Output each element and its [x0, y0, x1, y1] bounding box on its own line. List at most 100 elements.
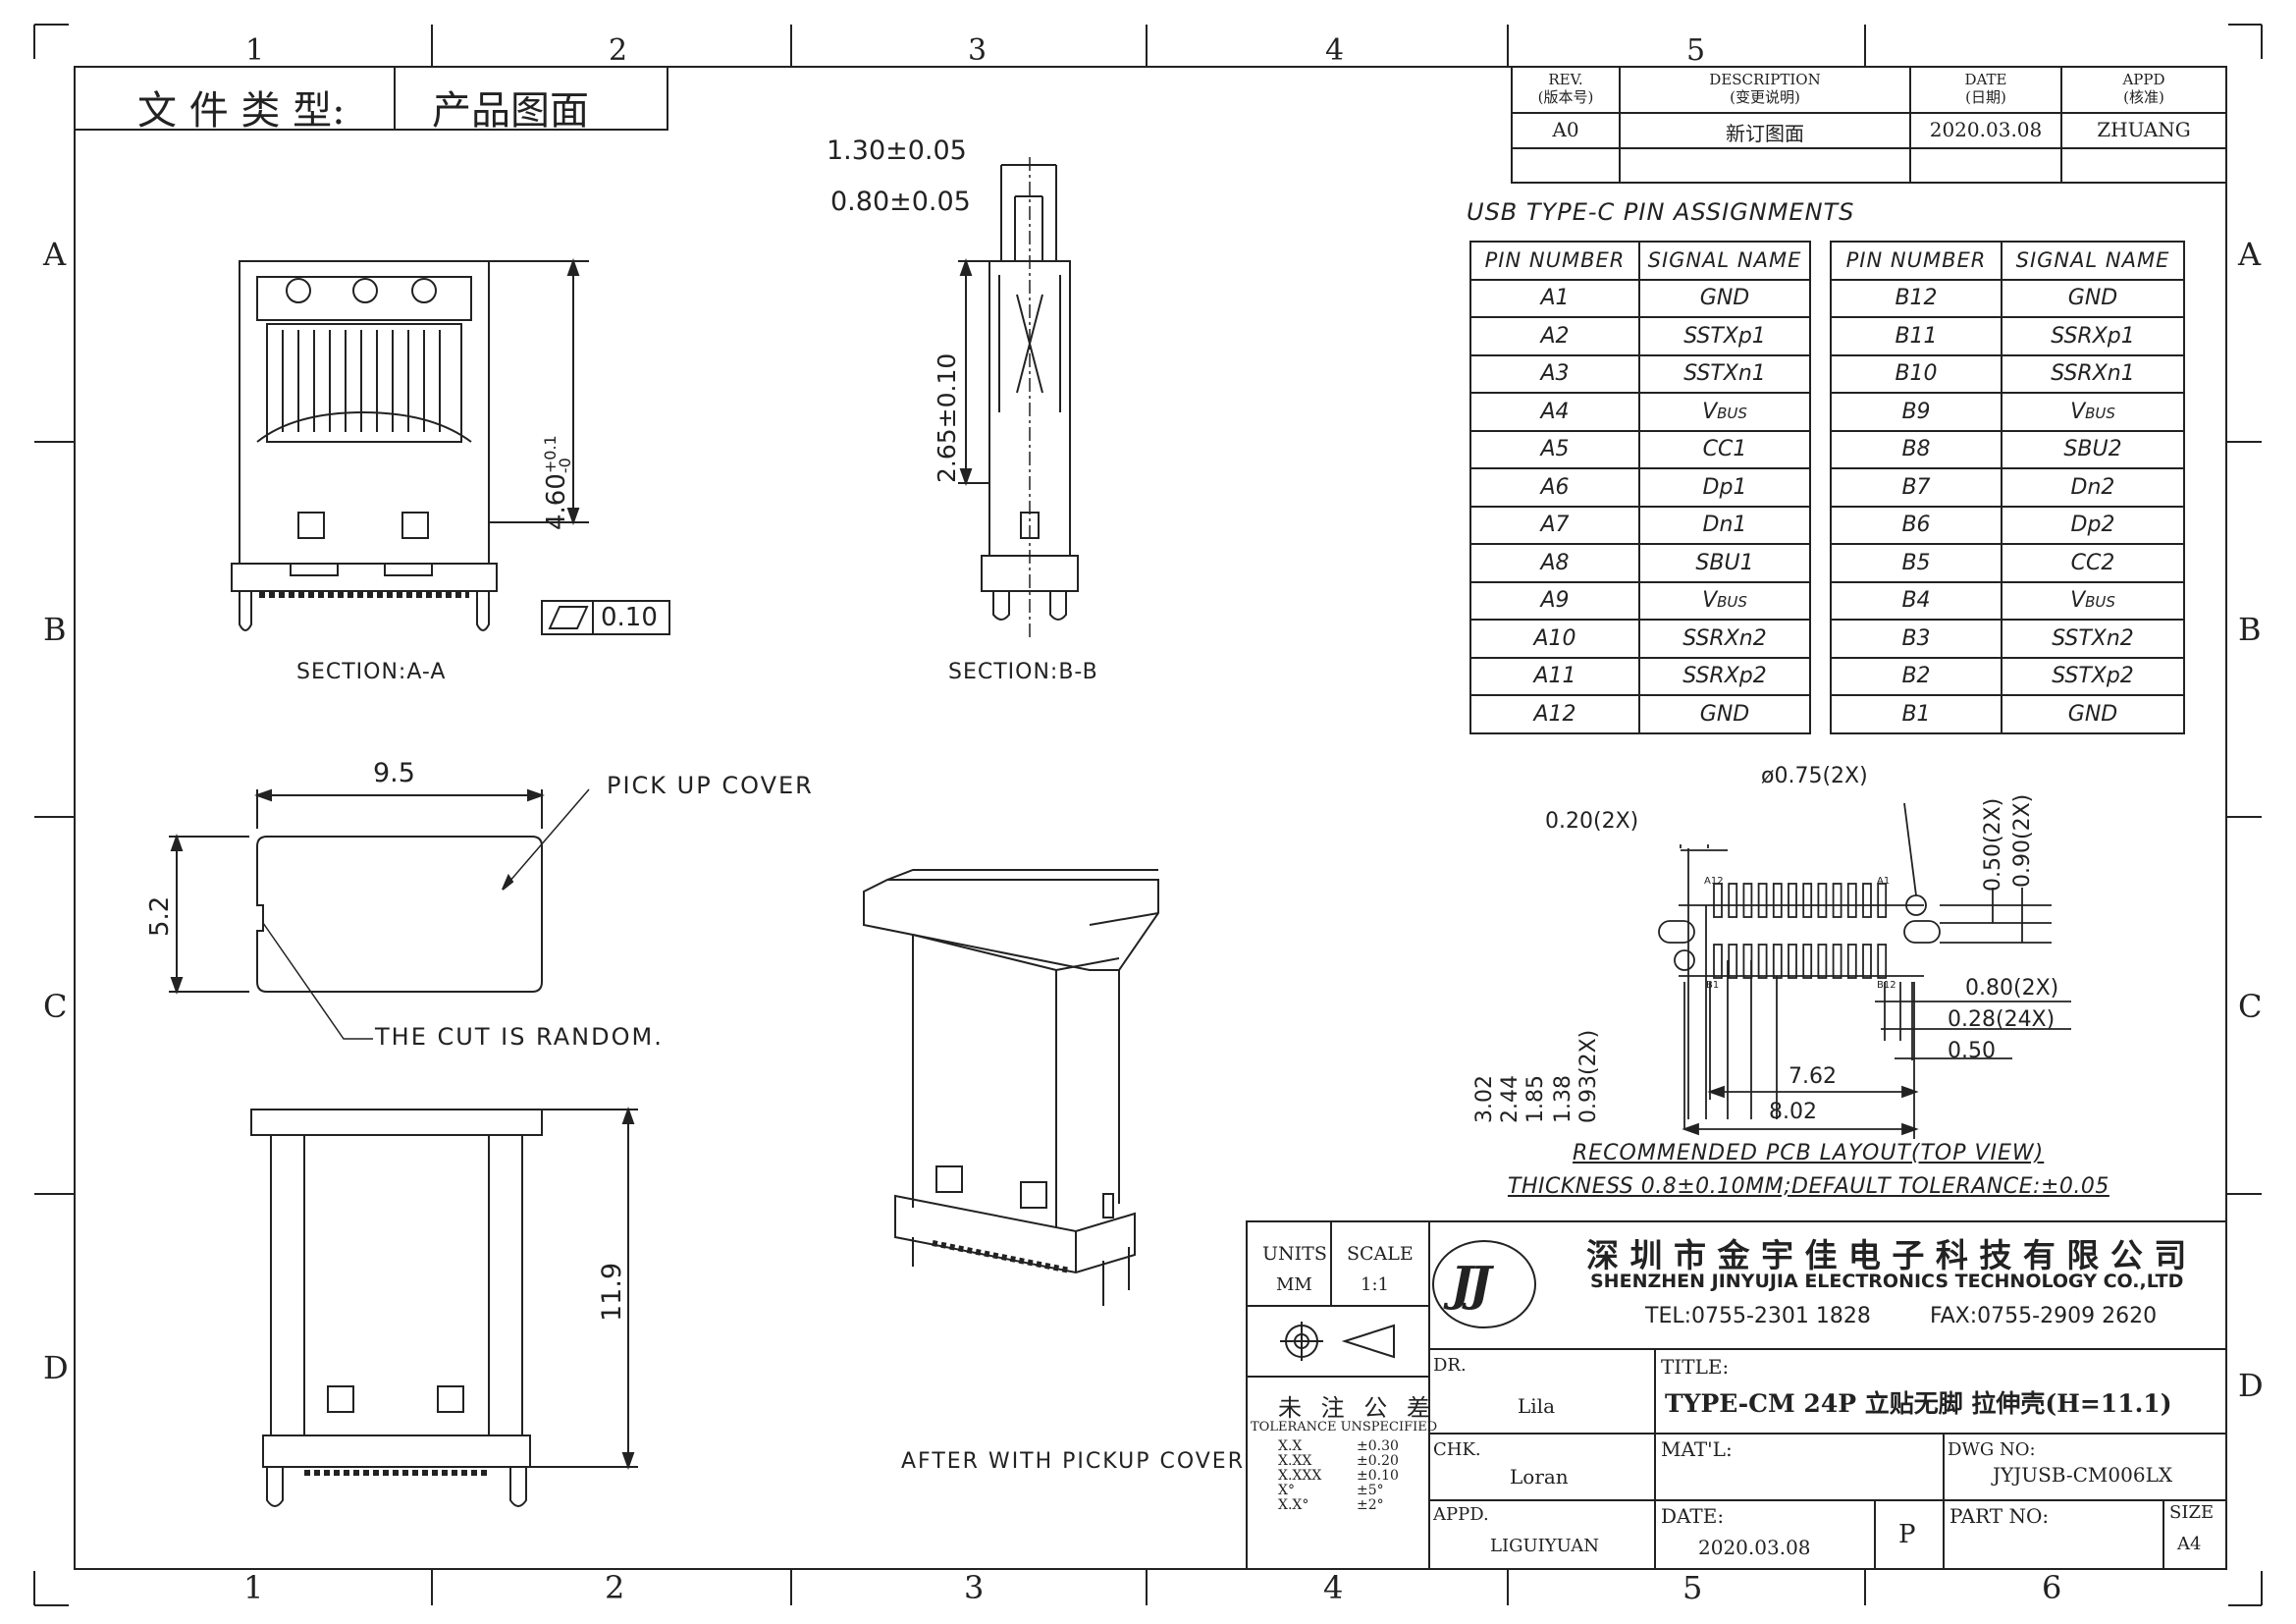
row-letter-left: D [43, 1349, 69, 1386]
signal-name: CC2 [2001, 543, 2185, 583]
tolerance-format: X.XX [1278, 1453, 1312, 1469]
pcb-dim-1-85: 1.85 [1523, 1075, 1548, 1123]
rev-description: 新订图面 [1726, 122, 1804, 145]
matl-label: MAT'L: [1661, 1437, 1733, 1461]
signal-name: VBUS [1638, 580, 1811, 621]
pin-number: B5 [1830, 543, 2002, 583]
signal-name: SSTXp1 [1638, 316, 1811, 356]
pin-number: A4 [1469, 392, 1640, 432]
pcb-pad [1713, 944, 1723, 979]
pcb-pad [1713, 883, 1723, 918]
pcb-dim-1-38: 1.38 [1551, 1075, 1575, 1123]
tolerance-format: X.X [1278, 1438, 1303, 1454]
pcb-pad [1877, 944, 1888, 979]
pcb-pad [1862, 944, 1872, 979]
pin-number: A2 [1469, 316, 1640, 356]
pad-label-a12: A12 [1704, 876, 1724, 887]
pin-number: A10 [1469, 619, 1640, 659]
col-number-bottom: 1 [243, 1569, 264, 1606]
after-cover-label: AFTER WITH PICKUP COVER [901, 1449, 1245, 1474]
pcb-pad [1802, 883, 1813, 918]
pin-number: B10 [1830, 353, 2002, 394]
company-tel: TEL:0755-2301 1828 [1645, 1304, 1871, 1328]
title-label: TITLE: [1661, 1355, 1730, 1379]
dwg-value: JYJUSB-CM006LX [1993, 1463, 2173, 1487]
rev-header-appd: APPD(核准) [2122, 71, 2165, 106]
signal-name: SBU2 [2001, 429, 2185, 469]
pcb-dim-0-50: 0.50 [1948, 1039, 1996, 1063]
cover-width-dim: 9.5 [373, 758, 415, 788]
signal-name: VBUS [2001, 580, 2185, 621]
pin-number-header: PIN NUMBER [1469, 241, 1640, 281]
cover-height-dim: 5.2 [145, 895, 175, 937]
pcb-dim-0-28: 0.28(24X) [1948, 1007, 2056, 1032]
signal-name: VBUS [1638, 392, 1811, 432]
col-number-top: 5 [1686, 33, 1706, 68]
date-label: DATE: [1661, 1504, 1725, 1528]
pcb-dim-3-02: 3.02 [1472, 1075, 1497, 1123]
row-letter-left: B [43, 611, 67, 648]
pcb-dim-0-20: 0.20(2X) [1545, 809, 1639, 834]
pin-number-header: PIN NUMBER [1830, 241, 2002, 281]
section-aa-label: SECTION:A-A [296, 660, 447, 684]
pcb-thickness-note: THICKNESS 0.8±0.10MM;DEFAULT TOLERANCE:±… [1508, 1174, 2109, 1199]
units-value: MM [1276, 1274, 1312, 1295]
col-number-top: 2 [609, 33, 628, 68]
tolerance-format: X.X° [1278, 1497, 1309, 1513]
rev-header-description: DESCRIPTION(变更说明) [1709, 71, 1821, 106]
signal-name: VBUS [2001, 392, 2185, 432]
tolerance-row: X.XX±0.20 [1278, 1454, 1399, 1469]
pin-number: B1 [1830, 694, 2002, 734]
pcb-dim-2-44: 2.44 [1498, 1075, 1522, 1123]
tolerance-value: ±0.10 [1357, 1468, 1399, 1484]
part-no-label: PART NO: [1949, 1504, 2050, 1528]
chk-value: Loran [1510, 1465, 1569, 1489]
size-value: A4 [2177, 1534, 2202, 1554]
pin-number: B2 [1830, 656, 2002, 696]
section-aa-drawing [231, 258, 670, 635]
pin-number: B3 [1830, 619, 2002, 659]
pin-number: B6 [1830, 505, 2002, 545]
pad-label-b12: B12 [1877, 980, 1896, 991]
pin-number: B7 [1830, 467, 2002, 508]
row-letter-right: D [2238, 1367, 2264, 1404]
pin-number: B8 [1830, 429, 2002, 469]
signal-name: GND [2001, 694, 2185, 734]
doc-type-value: 产品图面 [432, 88, 589, 134]
rev-approver: ZHUANG [2097, 118, 2191, 141]
signal-name: GND [1638, 694, 1811, 734]
pcb-pad [1772, 883, 1783, 918]
row-letter-right: A [2238, 236, 2262, 273]
signal-name: GND [1638, 278, 1811, 318]
company-fax: FAX:0755-2909 2620 [1930, 1304, 2158, 1328]
tolerance-value: ±0.30 [1357, 1438, 1399, 1454]
pin-number: A6 [1469, 467, 1640, 508]
company-logo: JJ [1451, 1257, 1491, 1312]
dim-0-80: 0.80±0.05 [830, 187, 971, 217]
pin-number: B12 [1830, 278, 2002, 318]
rev-date: 2020.03.08 [1929, 118, 2043, 141]
appd-value: LIGUIYUAN [1490, 1536, 1599, 1556]
dim-1-30: 1.30±0.05 [827, 135, 967, 166]
section-bb-drawing [958, 157, 1079, 638]
tolerance-row: X.X°±2° [1278, 1498, 1399, 1513]
signal-name: SSRXp2 [1638, 656, 1811, 696]
tolerance-cn: 未 注 公 差 [1278, 1394, 1436, 1422]
